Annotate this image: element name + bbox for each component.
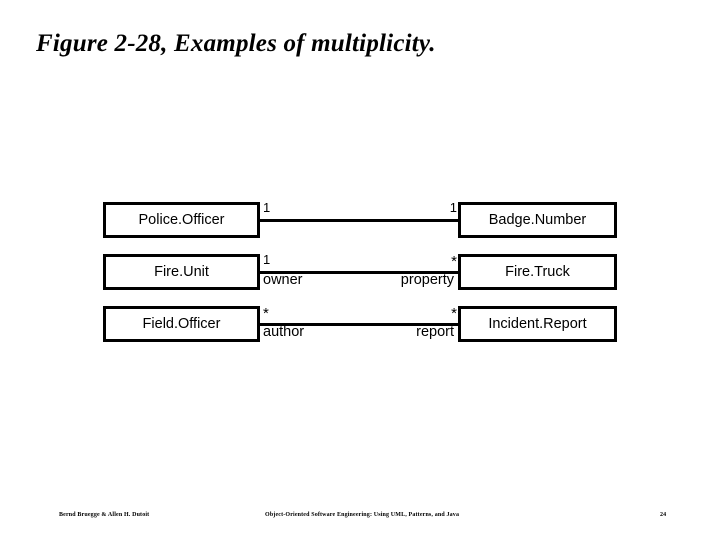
multiplicity-near: 1 <box>263 252 271 267</box>
multiplicity-far: * <box>451 305 457 322</box>
multiplicity-near: 1 <box>263 200 271 215</box>
uml-class-name: Badge.Number <box>488 211 587 228</box>
multiplicity-far: 1 <box>449 200 457 215</box>
page-title: Figure 2-28, Examples of multiplicity. <box>36 30 436 57</box>
role-name-far: report <box>416 324 454 340</box>
association-line <box>260 219 458 222</box>
uml-class-name: Fire.Truck <box>505 263 570 280</box>
uml-class-box-field-officer[interactable]: Field.Officer <box>103 306 260 342</box>
uml-class-box-badge-number[interactable]: Badge.Number <box>458 202 617 238</box>
slide-footer: Bernd Bruegge & Allen H. Dutoit Object-O… <box>0 512 720 526</box>
uml-class-name: Fire.Unit <box>154 263 209 280</box>
uml-class-name: Field.Officer <box>142 315 221 332</box>
uml-class-name: Incident.Report <box>488 315 587 332</box>
footer-page-number: 24 <box>660 512 667 518</box>
association-row: Fire.Unit 1 * owner property Fire.Truck <box>103 252 617 290</box>
role-name-far: property <box>400 272 454 288</box>
footer-authors: Bernd Bruegge & Allen H. Dutoit <box>59 512 150 518</box>
multiplicity-near: * <box>263 305 269 322</box>
footer-book-title: Object-Oriented Software Engineering: Us… <box>265 512 460 518</box>
uml-class-box-police-officer[interactable]: Police.Officer <box>103 202 260 238</box>
uml-class-box-fire-unit[interactable]: Fire.Unit <box>103 254 260 290</box>
association-row: Field.Officer * * author report Incident… <box>103 306 617 342</box>
multiplicity-far: * <box>451 253 457 270</box>
role-name-near: author <box>263 324 305 340</box>
uml-class-name: Police.Officer <box>138 211 225 228</box>
association-row: Police.Officer 1 1 Badge.Number <box>103 200 617 238</box>
association-line <box>260 323 458 326</box>
role-name-near: owner <box>263 272 303 288</box>
uml-class-box-incident-report[interactable]: Incident.Report <box>458 306 617 342</box>
uml-class-box-fire-truck[interactable]: Fire.Truck <box>458 254 617 290</box>
association-line <box>260 271 458 274</box>
